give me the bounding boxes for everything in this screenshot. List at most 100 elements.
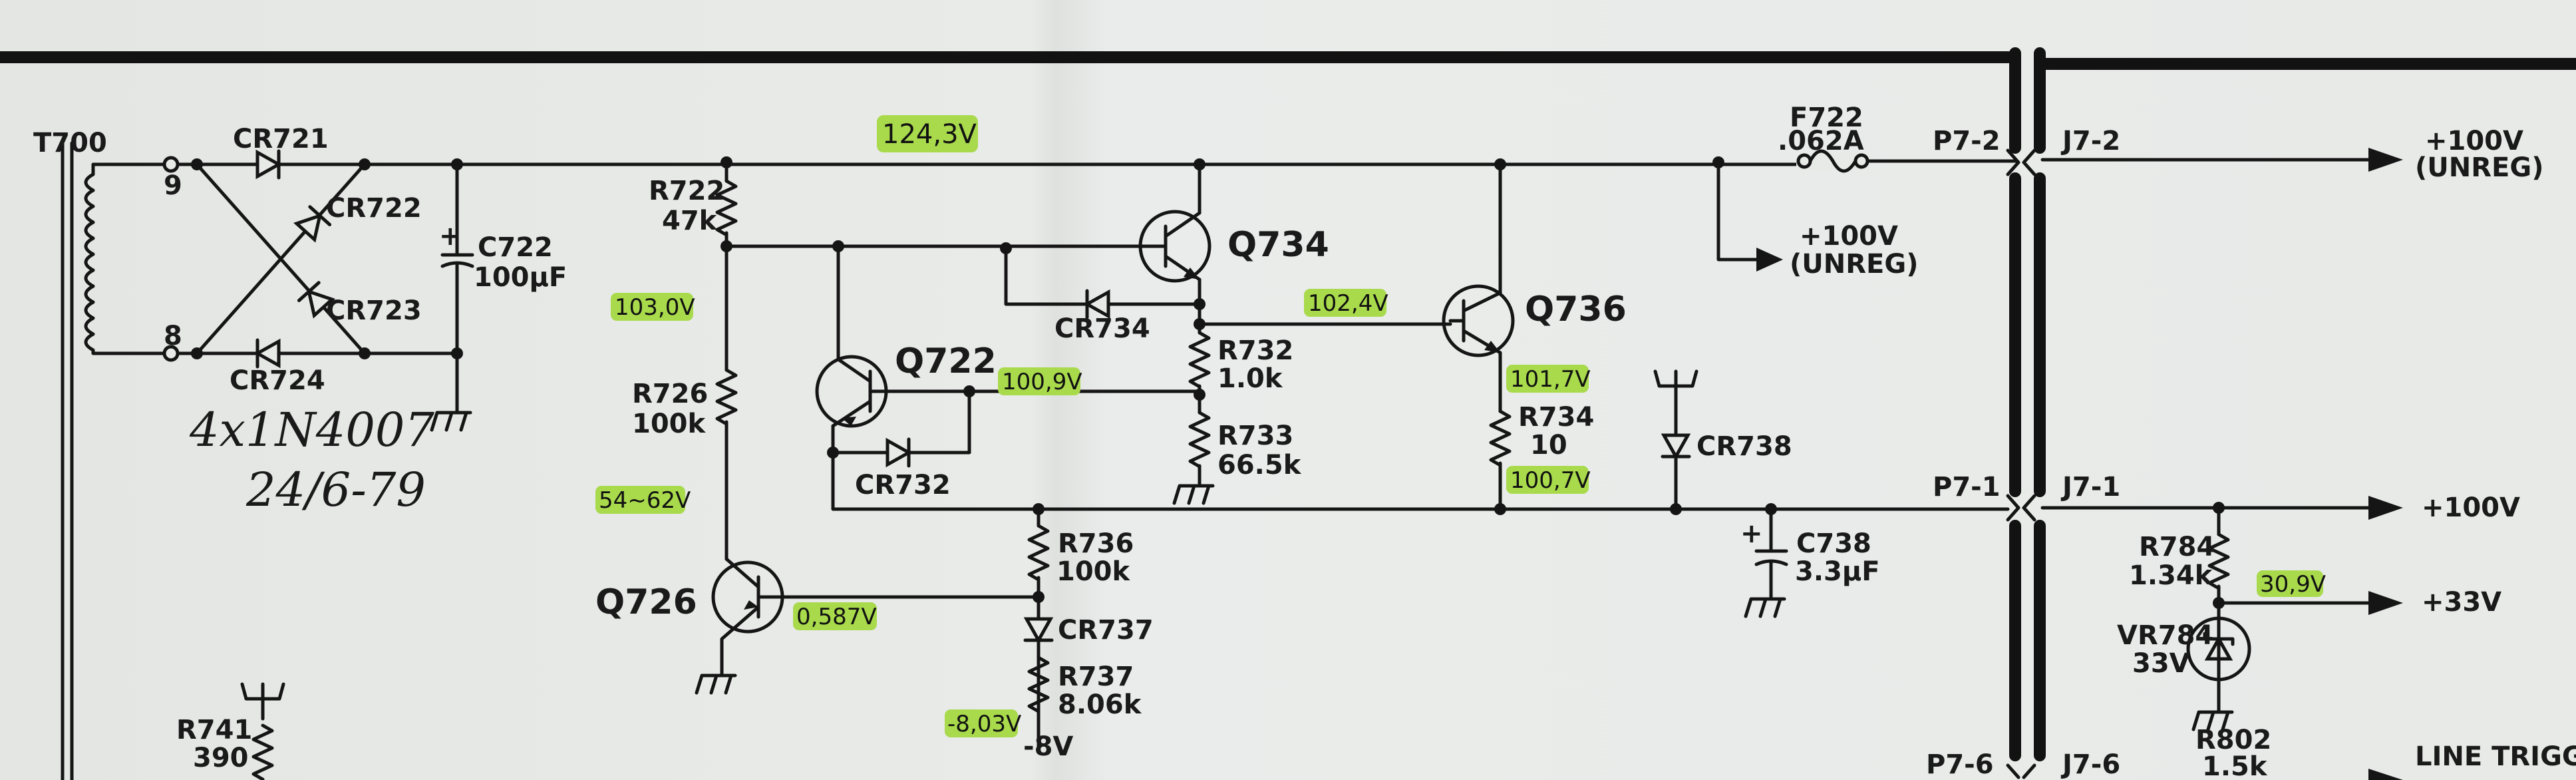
svg-text:100,9V: 100,9V <box>1002 369 1082 395</box>
zener-vr784-icon <box>2186 616 2251 682</box>
svg-text:30,9V: 30,9V <box>2260 571 2326 598</box>
label-r733: R733 <box>1217 421 1293 451</box>
label-q726: Q726 <box>595 582 697 622</box>
transistor-q726-icon <box>711 557 784 658</box>
connector-bus <box>2006 47 2046 779</box>
measurement-1009v: 100,9V <box>998 367 1082 395</box>
label-r737: R737 <box>1058 662 1134 692</box>
svg-text:+: + <box>1740 518 1763 549</box>
svg-text:-8,03V: -8,03V <box>947 711 1021 737</box>
diode-cr721-icon <box>257 151 279 178</box>
label-cr738: CR738 <box>1696 431 1792 462</box>
resistor-r733-icon <box>1190 413 1209 467</box>
label-r732-value: 1.0k <box>1217 363 1283 394</box>
label-cr722: CR722 <box>326 193 422 224</box>
label-vr784: VR784 <box>2117 620 2213 651</box>
label-r732: R732 <box>1217 335 1293 366</box>
handwritten-date: 24/6-79 <box>245 463 426 517</box>
label-neg8v: -8V <box>1023 731 1073 762</box>
label-c722-value: 100µF <box>474 262 567 293</box>
ground-icon <box>1174 466 1213 503</box>
fuse-f722-icon <box>1796 149 2018 173</box>
label-r736-value: 100k <box>1056 556 1130 587</box>
label-f722: F722 <box>1790 102 1863 133</box>
label-cr721: CR721 <box>233 124 329 154</box>
label-branch-unreg: (UNREG) <box>1790 249 1918 280</box>
label-out-100v-unreg: +100V <box>2425 126 2523 156</box>
label-r722-value: 47k <box>662 206 718 236</box>
arrow-icon <box>1756 248 1783 272</box>
label-pin9: 9 <box>164 170 182 201</box>
diode-cr737-icon <box>1025 619 1052 640</box>
measurement-124v: 124,3V <box>877 115 978 152</box>
resistor-r726-icon <box>717 370 736 424</box>
label-vr784-value: 33V <box>2132 648 2190 679</box>
measurement-309v: 30,9V <box>2257 570 2326 598</box>
ground-icon <box>2193 692 2232 729</box>
label-p7-2: P7-2 <box>1933 126 2001 156</box>
label-r734: R734 <box>1518 402 1594 433</box>
resistor-r737-icon <box>1029 658 1048 711</box>
label-out-100v: +100V <box>2422 492 2520 523</box>
measurement-1017v: 101,7V <box>1506 365 1591 393</box>
handwritten-diode-note: 4x1N4007 <box>189 403 434 457</box>
wire-branch <box>1716 160 1758 262</box>
label-r802-value: 1.5k <box>2202 751 2268 780</box>
label-cr724: CR724 <box>230 365 325 396</box>
wires-output <box>2040 158 2370 694</box>
transistor-q734-icon <box>1138 210 1211 283</box>
label-r784: R784 <box>2139 532 2215 562</box>
measurement-54-62v: 54~62V <box>595 486 691 514</box>
label-t700: T700 <box>33 128 107 158</box>
label-r726: R726 <box>632 379 708 409</box>
arrow-icon <box>2368 591 2403 615</box>
label-q734: Q734 <box>1227 225 1329 265</box>
junction-dots <box>191 156 2225 609</box>
label-r726-value: 100k <box>632 409 706 439</box>
measurement-1024v: 102,4V <box>1304 289 1388 317</box>
svg-text:100,7V: 100,7V <box>1510 467 1591 494</box>
label-c738-value: 3.3µF <box>1795 556 1880 587</box>
label-j7-2: J7-2 <box>2060 126 2120 156</box>
svg-text:101,7V: 101,7V <box>1510 366 1591 393</box>
label-cr732: CR732 <box>855 470 951 500</box>
measurement-0587v: 0,587V <box>793 602 877 630</box>
label-cr737: CR737 <box>1058 615 1154 646</box>
label-cr723: CR723 <box>326 295 422 326</box>
label-q722: Q722 <box>895 341 997 381</box>
label-pin8: 8 <box>164 321 182 351</box>
label-branch-100v: +100V <box>1800 221 1898 252</box>
label-j7-6: J7-6 <box>2060 749 2120 780</box>
arrow-icon <box>2368 148 2403 172</box>
transistor-q722-icon <box>815 355 888 428</box>
label-cr734: CR734 <box>1054 313 1150 344</box>
ground-icon <box>697 656 735 693</box>
diode-cr732-icon <box>887 439 909 466</box>
arrow-icon <box>2368 769 2403 780</box>
diode-cr738-icon <box>1663 435 1689 457</box>
arrow-icon <box>2368 496 2403 520</box>
measurement-103v: 103,0V <box>611 293 695 321</box>
label-out-unreg: (UNREG) <box>2415 152 2543 183</box>
label-c738: C738 <box>1796 528 1871 559</box>
svg-text:+: + <box>439 221 462 252</box>
measurement-neg803v: -8,03V <box>945 709 1021 737</box>
svg-text:0,587V: 0,587V <box>796 604 877 630</box>
resistor-r734-icon <box>1491 411 1510 465</box>
label-q736: Q736 <box>1525 290 1627 329</box>
transistor-q736-icon <box>1442 284 1515 357</box>
svg-text:54~62V: 54~62V <box>599 487 691 514</box>
resistor-r736-icon <box>1029 526 1048 580</box>
svg-text:124,3V: 124,3V <box>882 119 977 150</box>
label-r733-value: 66.5k <box>1217 450 1302 481</box>
label-r741: R741 <box>176 715 252 745</box>
label-r741-value: 390 <box>193 743 249 773</box>
transformer-t700 <box>61 141 180 780</box>
capacitor-c722: + <box>439 221 474 268</box>
resistor-r732-icon <box>1190 333 1209 387</box>
capacitor-c738: + <box>1740 518 1788 566</box>
label-out-33v: +33V <box>2422 587 2501 618</box>
label-j7-1: J7-1 <box>2060 472 2120 502</box>
label-r737-value: 8.06k <box>1058 689 1142 720</box>
